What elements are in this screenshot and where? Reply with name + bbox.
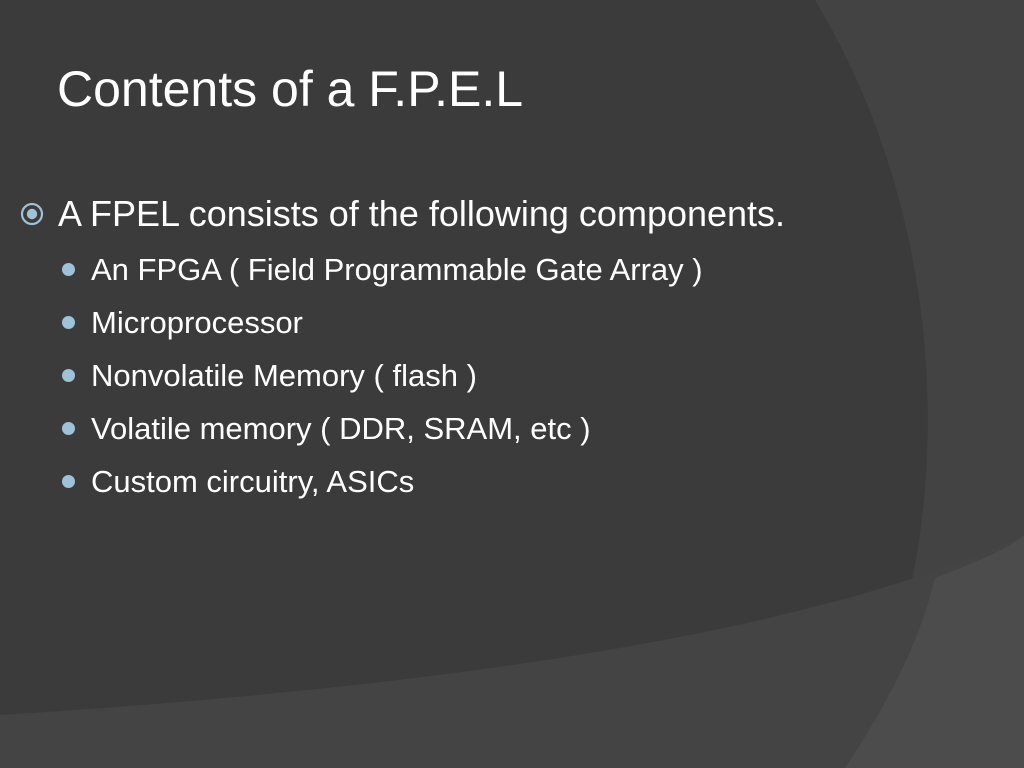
sub-bullet-item: Nonvolatile Memory ( flash ) bbox=[62, 357, 477, 393]
bottom-curve-shape bbox=[0, 535, 1024, 768]
sub-bullet-text: Volatile memory ( DDR, SRAM, etc ) bbox=[91, 410, 591, 446]
sub-bullet-item: Volatile memory ( DDR, SRAM, etc ) bbox=[62, 410, 591, 446]
filled-circle-bullet-icon bbox=[62, 368, 75, 382]
main-bullet-text: A FPEL consists of the following compone… bbox=[58, 193, 786, 234]
circled-dot-bullet-icon bbox=[20, 202, 44, 226]
sub-bullet-item: Custom circuitry, ASICs bbox=[62, 463, 414, 499]
sub-bullet-item: Microprocessor bbox=[62, 304, 303, 340]
sub-bullet-text: Nonvolatile Memory ( flash ) bbox=[91, 357, 477, 393]
filled-circle-bullet-icon bbox=[62, 315, 75, 329]
sub-bullet-text: Microprocessor bbox=[91, 304, 303, 340]
sub-bullet-text: An FPGA ( Field Programmable Gate Array … bbox=[91, 251, 703, 287]
sub-bullet-item: An FPGA ( Field Programmable Gate Array … bbox=[62, 251, 703, 287]
corner-overlap-shape bbox=[845, 535, 1024, 768]
main-bullet-item: A FPEL consists of the following compone… bbox=[18, 192, 785, 236]
filled-circle-bullet-icon bbox=[62, 262, 75, 276]
sub-bullet-text: Custom circuitry, ASICs bbox=[91, 463, 415, 499]
filled-circle-bullet-icon bbox=[62, 474, 75, 488]
filled-circle-bullet-icon bbox=[62, 421, 75, 435]
slide-title: Contents of a F.P.E.L bbox=[57, 61, 524, 117]
